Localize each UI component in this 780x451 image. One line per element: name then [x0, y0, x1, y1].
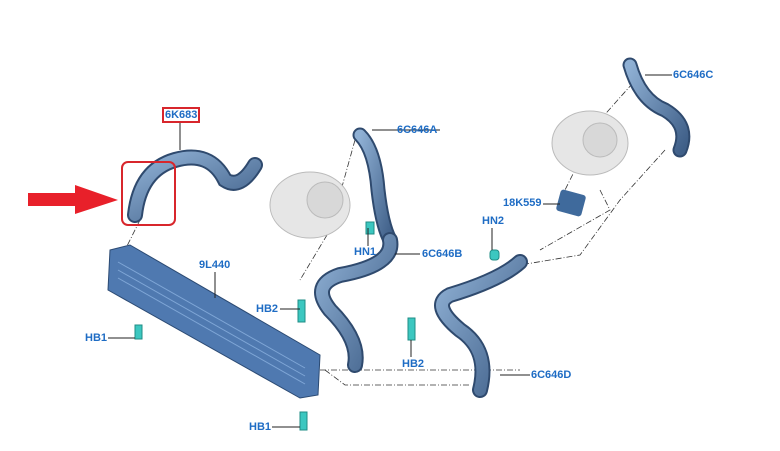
hoses: [127, 57, 691, 398]
label-18K559: 18K559: [503, 197, 542, 209]
label-hb1-left: HB1: [85, 332, 108, 344]
turbocharger-ghost-right: [551, 110, 629, 176]
turbocharger-ghost-left: [269, 171, 351, 239]
red-arrow-icon: [28, 185, 118, 214]
label-hn1: HN1: [354, 246, 377, 258]
label-6C646B: 6C646B: [422, 248, 463, 260]
label-hb2-left: HB2: [256, 303, 279, 315]
label-hn2: HN2: [482, 215, 505, 227]
fasteners: [134, 221, 500, 431]
label-hb1-bottom: HB1: [249, 421, 272, 433]
label-6K683: 6K683: [162, 107, 201, 123]
label-6C646C: 6C646C: [673, 69, 714, 81]
highlight-box: [121, 161, 176, 226]
label-9L440: 9L440: [199, 259, 231, 271]
label-6C646A: 6C646A: [397, 124, 438, 136]
label-hb2-right: HB2: [402, 358, 425, 370]
label-6C646D: 6C646D: [531, 369, 572, 381]
intercooler-9L440: [107, 244, 321, 399]
bracket-18K559: [556, 189, 586, 217]
leader-lines: [108, 74, 672, 428]
